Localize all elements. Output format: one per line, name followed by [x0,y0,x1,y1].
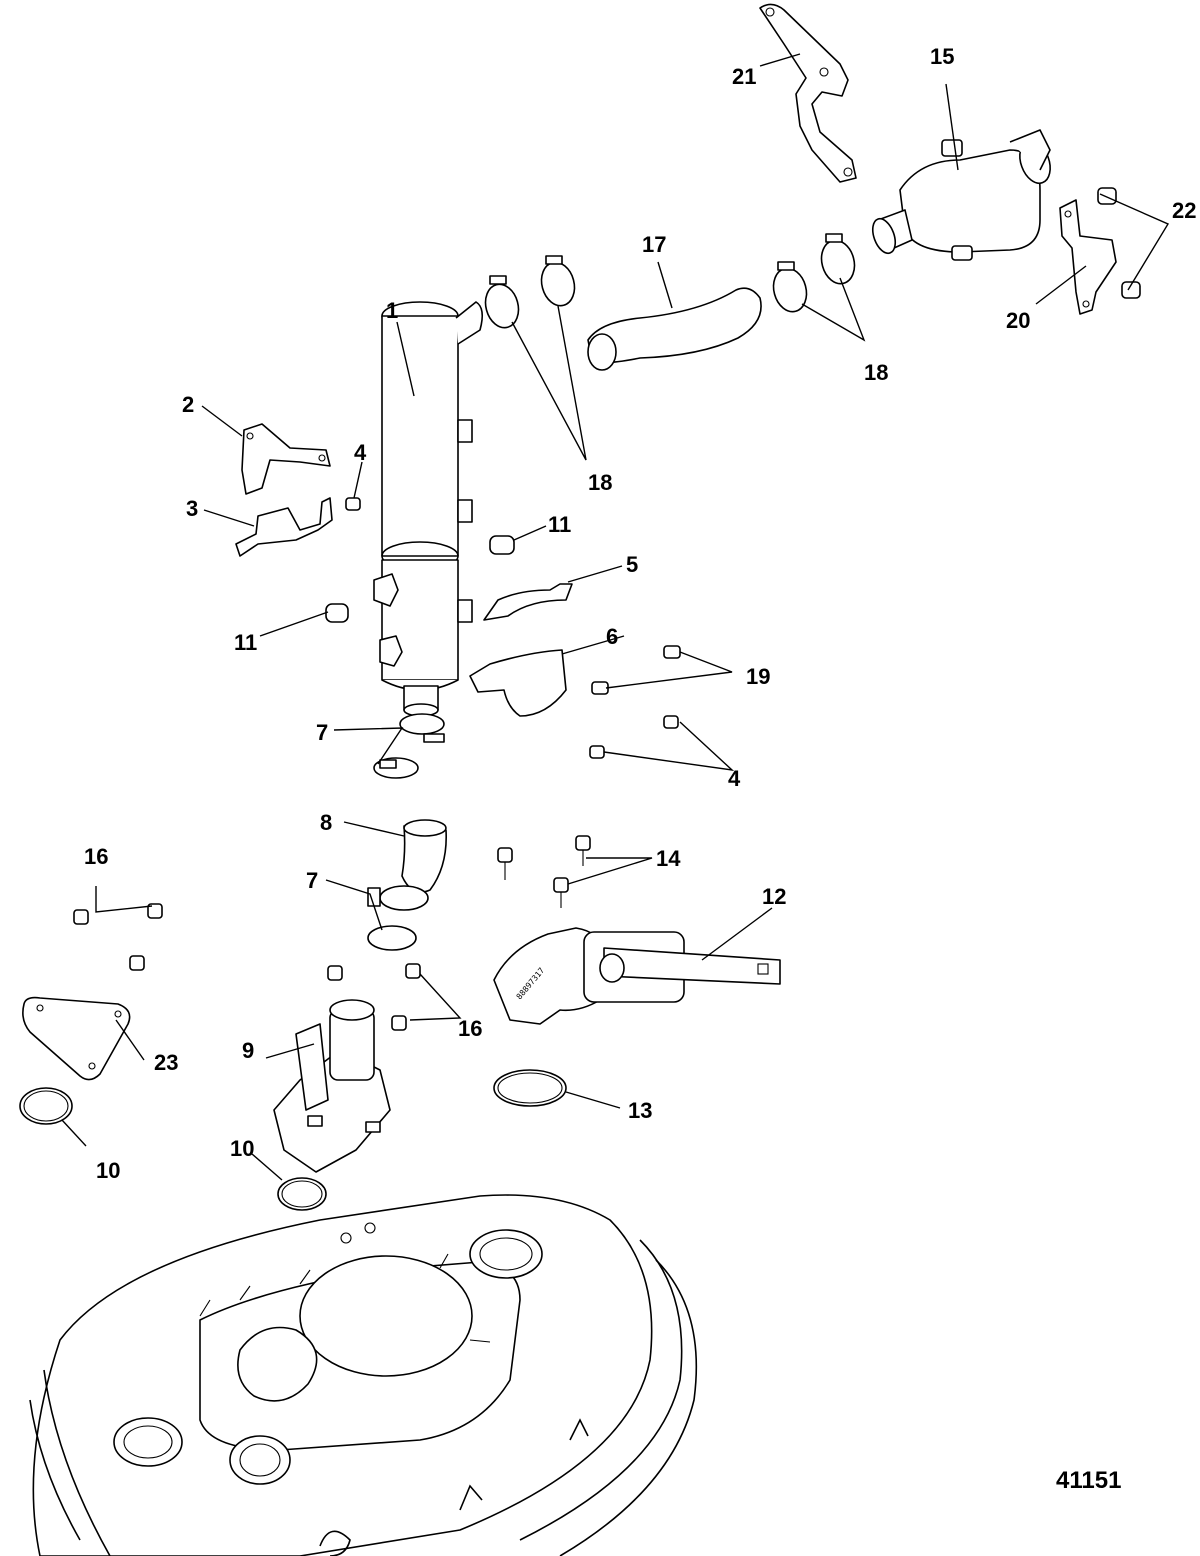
callout-18-lower: 18 [588,470,612,495]
part-14-bolts [497,835,591,908]
part-17-hose [587,287,762,371]
part-7-clamps-upper [373,713,445,779]
part-9-pump [273,999,391,1173]
part-7-clamps-lower [367,885,429,951]
callout-11-left: 11 [234,630,257,655]
callout-16-right: 16 [458,1016,482,1041]
callout-21: 21 [732,64,756,89]
callout-2: 2 [182,392,194,417]
callout-6: 6 [606,624,618,649]
part-4-screws [345,497,679,759]
leader-lines [61,53,1170,1181]
callout-18-upper: 18 [864,360,888,385]
part-18-clamps-lower [484,255,576,329]
callout-10-center: 10 [230,1136,254,1161]
callout-11-right: 11 [548,512,571,537]
part-1-cylinder [373,301,484,717]
callout-labels: 21 15 22 20 17 18 1 18 2 3 4 11 5 11 6 1… [84,44,1196,1183]
callout-10-left: 10 [96,1158,120,1183]
callout-4-upper: 4 [354,440,367,465]
callout-7-lower: 7 [306,868,318,893]
part-5-strap [483,583,573,621]
callout-12: 12 [762,884,786,909]
part-18-clamps-upper [772,233,856,313]
part-13-oring [493,1069,567,1107]
part-19-screws [591,645,681,695]
part-8-elbow-hose [401,819,447,893]
callout-8: 8 [320,810,332,835]
part-23-plate [22,996,131,1081]
part-22-nuts [1097,187,1141,299]
callout-3: 3 [186,496,198,521]
part-16-bolts [73,903,421,1031]
callout-19: 19 [746,664,770,689]
figure-id: 41151 [1056,1467,1121,1494]
callout-7-upper: 7 [316,720,328,745]
callout-15: 15 [930,44,954,69]
part-6-strap [469,649,567,717]
callout-20: 20 [1006,308,1030,333]
part-15-muffler [871,129,1051,261]
part-20-bracket [1059,199,1117,315]
callout-14: 14 [656,846,681,871]
base-housing [29,1194,698,1556]
callout-22: 22 [1172,198,1196,223]
callout-9: 9 [242,1038,254,1063]
callout-1: 1 [386,298,398,323]
callout-17: 17 [642,232,666,257]
part-12-valve: 88897317 [493,927,781,1025]
part-21-bracket [759,3,857,183]
part-11-plugs [325,535,515,623]
callout-5: 5 [626,552,638,577]
part-2-bracket [241,423,331,495]
callout-23: 23 [154,1050,178,1075]
callout-13: 13 [628,1098,652,1123]
callout-16-left: 16 [84,844,108,869]
callout-4-lower: 4 [728,766,741,791]
part-3-strap [235,497,333,557]
part-10-orings [19,1087,327,1211]
